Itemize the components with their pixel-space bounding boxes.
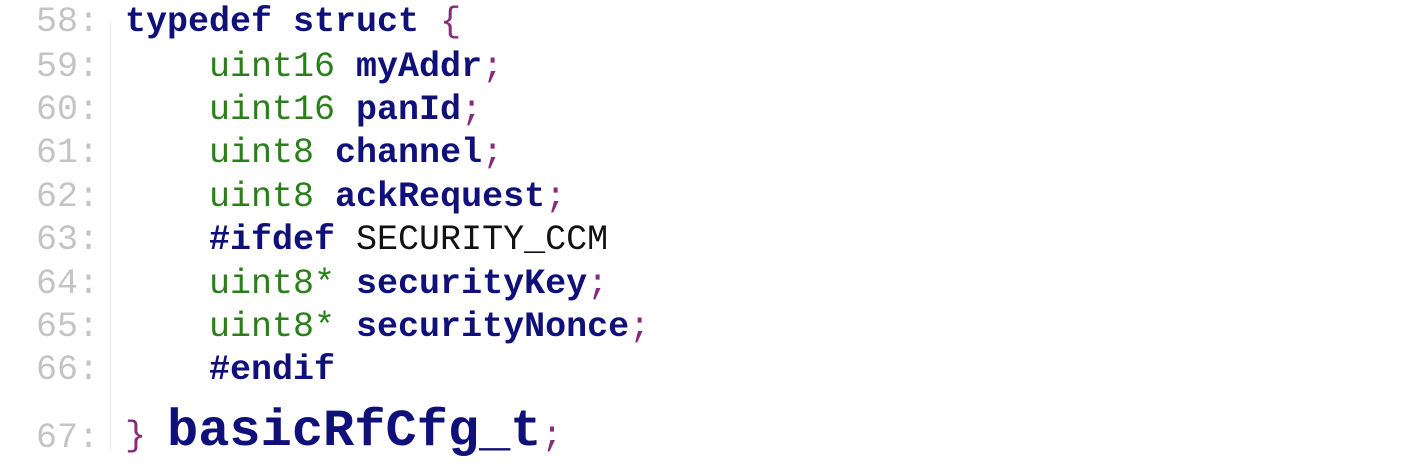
code-token: securityNonce [356, 307, 630, 347]
code-token [125, 133, 209, 173]
code-text: uint8* securityKey; [125, 263, 608, 306]
code-token: ackRequest [335, 177, 546, 217]
code-token: #endif [209, 350, 336, 390]
code-token [125, 264, 209, 304]
code-token: ; [482, 133, 504, 173]
code-text: typedef struct { [125, 1, 461, 44]
code-token: uint8* [209, 307, 357, 347]
code-token [125, 47, 209, 87]
code-text: uint8 ackRequest; [125, 176, 566, 219]
code-token: uint8* [209, 264, 357, 304]
code-text: uint16 panId; [125, 89, 482, 132]
code-token [125, 350, 209, 390]
line-number: 66: [36, 350, 100, 390]
code-token: #ifdef [209, 220, 357, 260]
code-token: uint16 [209, 47, 357, 87]
code-token: ; [541, 416, 563, 456]
code-token: uint8 [209, 133, 336, 173]
code-token [125, 177, 209, 217]
code-token: uint8 [209, 177, 336, 217]
code-text: uint8* securityNonce; [125, 306, 650, 349]
line-number: 63: [36, 220, 100, 260]
line-number: 65: [36, 307, 100, 347]
line-number: 59: [36, 47, 100, 87]
gutter-divider [110, 22, 111, 450]
code-text: #ifdef SECURITY_CCM [125, 219, 608, 262]
code-token: ; [587, 264, 609, 304]
code-token [125, 90, 209, 130]
line-number: 60: [36, 90, 100, 130]
code-text: #endif [125, 349, 335, 392]
line-number: 61: [36, 133, 100, 173]
code-token: uint16 [209, 90, 357, 130]
line-number: 58: [36, 2, 100, 42]
code-token: ; [482, 47, 504, 87]
code-token: ; [461, 90, 483, 130]
code-token [125, 220, 209, 260]
code-token: channel [335, 133, 483, 173]
code-token: SECURITY_CCM [356, 220, 609, 260]
code-token: myAddr [356, 47, 483, 87]
line-number: 62: [36, 177, 100, 217]
code-token: ; [545, 177, 567, 217]
code-token: ; [629, 307, 651, 347]
code-token: basicRfCfg_t [167, 402, 542, 461]
code-token: typedef struct [125, 2, 441, 42]
code-token: } [125, 416, 168, 456]
code-token: securityKey [356, 264, 588, 304]
code-text: uint8 channel; [125, 132, 503, 175]
code-text: } basicRfCfg_t; [125, 406, 563, 462]
line-number: 67: [36, 418, 100, 458]
line-number: 64: [36, 264, 100, 304]
code-token [125, 307, 209, 347]
code-token: { [440, 2, 462, 42]
code-text: uint16 myAddr; [125, 46, 503, 89]
code-token: panId [356, 90, 462, 130]
